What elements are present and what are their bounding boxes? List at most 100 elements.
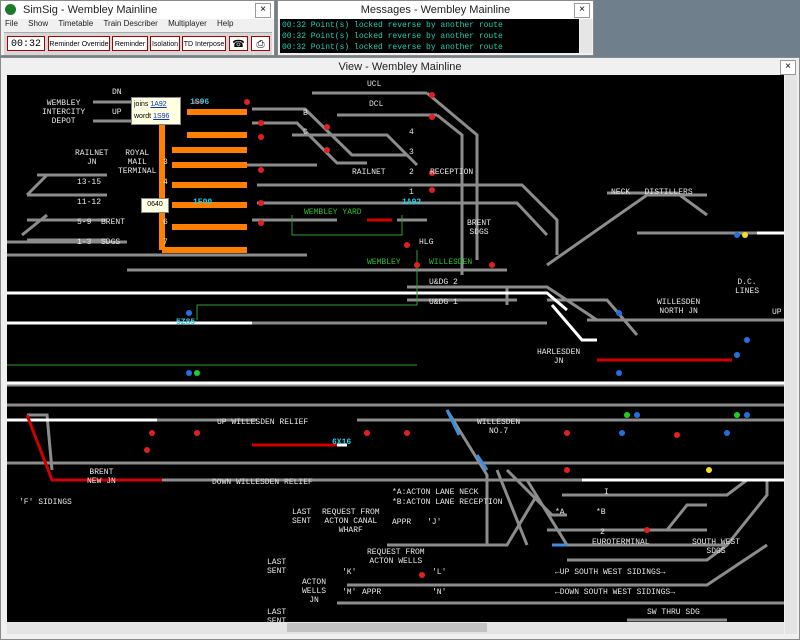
signal-red[interactable] [149, 430, 155, 436]
occupied-segment [25, 414, 162, 482]
signal-red[interactable] [258, 120, 264, 126]
signal-red[interactable] [564, 430, 570, 436]
signal-red[interactable] [429, 92, 435, 98]
dcl-label: DCL [369, 100, 384, 109]
signal-blue[interactable] [734, 232, 740, 238]
menu-train-describer[interactable]: Train Describer [103, 19, 158, 28]
menu-multiplayer[interactable]: Multiplayer [168, 19, 207, 28]
train-berth-1s96[interactable]: 1S96 [190, 98, 210, 107]
hlg-label: HLG [419, 238, 434, 247]
signal-green[interactable] [624, 412, 630, 418]
signal-red[interactable] [404, 242, 410, 248]
railnet-road-3: 3 [409, 148, 414, 157]
signal-red[interactable] [258, 167, 264, 173]
signal-blue[interactable] [616, 370, 622, 376]
track-segment [347, 543, 768, 587]
menu-timetable[interactable]: Timetable [58, 19, 94, 28]
simsig-title-bar: SimSig - Wembley Mainline × [1, 1, 274, 19]
signals-green-yellow [194, 232, 748, 473]
messages-scrollbar[interactable] [580, 19, 592, 53]
signal-blue[interactable] [734, 352, 740, 358]
two-label: 2 [600, 528, 605, 537]
signal-red[interactable] [144, 447, 150, 453]
signal-blue[interactable] [186, 310, 192, 316]
menu-file[interactable]: File [5, 19, 18, 28]
view-horizontal-scrollbar[interactable] [7, 622, 784, 634]
signal-red[interactable] [244, 99, 250, 105]
signal-red[interactable] [324, 124, 330, 130]
train-berth-6x16[interactable]: 6X16 [332, 438, 352, 447]
isolation-button[interactable]: Isolation [150, 36, 180, 51]
view-close-button[interactable]: × [780, 60, 796, 75]
signal-blue[interactable] [619, 430, 625, 436]
signal-red[interactable] [489, 262, 495, 268]
track-segment [257, 201, 549, 237]
menu-show[interactable]: Show [28, 19, 49, 28]
signal-blue[interactable] [744, 337, 750, 343]
signal-red[interactable] [404, 430, 410, 436]
signal-green[interactable] [734, 412, 740, 418]
signal-red[interactable] [194, 430, 200, 436]
k-label: 'K' [342, 568, 357, 577]
telephone-icon[interactable]: ☎ [229, 36, 248, 51]
menu-help[interactable]: Help [216, 19, 234, 28]
signal-blue[interactable] [744, 412, 750, 418]
messages-close-button[interactable]: × [574, 3, 590, 18]
train-berth-5z85[interactable]: 5Z85 [176, 318, 196, 327]
tooltip-link-1a92[interactable]: 1A92 [150, 101, 167, 108]
sw-thru-sdg-label: SW THRU SDG [647, 608, 700, 617]
signal-red[interactable] [429, 170, 435, 176]
signal-red[interactable] [364, 430, 370, 436]
b-label: B [303, 109, 308, 118]
i-label: I [604, 488, 609, 497]
track-segment [562, 478, 748, 497]
railnet-road-4: 4 [409, 128, 414, 137]
last-sent-label-3: LAST SENT [267, 608, 287, 622]
signal-red[interactable] [419, 572, 425, 578]
signal-red[interactable] [644, 527, 650, 533]
signal-blue[interactable] [634, 412, 640, 418]
signal-red[interactable] [414, 262, 420, 268]
scrollbar-thumb[interactable] [287, 623, 487, 632]
view-vertical-scrollbar[interactable] [785, 75, 797, 634]
reminder-button[interactable]: Reminder [112, 36, 148, 51]
train-berth-1f00[interactable]: 1F00 [193, 198, 213, 207]
td-interpose-button[interactable]: TD Interpose [182, 36, 226, 51]
tooltip-link-1s96[interactable]: 1S96 [153, 113, 170, 120]
track-segment [292, 133, 419, 167]
signal-red[interactable] [258, 220, 264, 226]
simsig-menu-bar: File Show Timetable Train Describer Mult… [1, 19, 237, 31]
signalling-panel[interactable]: DN UP WEMBLEY INTERCITY DEPOT RAILNET JN… [7, 75, 784, 622]
railnet-road-1: 1 [409, 188, 414, 197]
signal-blue[interactable] [186, 370, 192, 376]
track-segment [665, 503, 707, 531]
m-label: 'M' [342, 588, 357, 597]
request-acton-wells-label: REQUEST FROM ACTON WELLS [367, 548, 425, 566]
signal-yellow[interactable] [742, 232, 748, 238]
signal-red[interactable] [324, 147, 330, 153]
signal-red[interactable] [429, 187, 435, 193]
blue-points [445, 409, 567, 547]
reminder-override-button[interactable]: Reminder Override [48, 36, 110, 51]
track-segment [257, 183, 559, 255]
mail-road-7: 7 [163, 238, 168, 247]
simsig-close-button[interactable]: × [255, 3, 271, 18]
signal-red[interactable] [429, 114, 435, 120]
signal-red[interactable] [258, 134, 264, 140]
j-label: 'J' [427, 518, 442, 527]
signal-blue[interactable] [724, 430, 730, 436]
train-berth-1a92[interactable]: 1A92 [402, 198, 422, 207]
signals [144, 92, 680, 578]
signal-red[interactable] [564, 467, 570, 473]
set-route [7, 291, 568, 312]
signal-blue[interactable] [616, 310, 622, 316]
signal-red[interactable] [258, 200, 264, 206]
printer-icon[interactable]: ⎙ [251, 36, 270, 51]
signal-yellow[interactable] [706, 467, 712, 473]
simsig-title: SimSig - Wembley Mainline [23, 4, 158, 16]
last-sent-label: LAST SENT [292, 508, 312, 526]
signal-red[interactable] [674, 432, 680, 438]
berth-time-tooltip: 0640 [141, 198, 169, 213]
track-diagram [7, 91, 784, 622]
signal-green[interactable] [194, 370, 200, 376]
